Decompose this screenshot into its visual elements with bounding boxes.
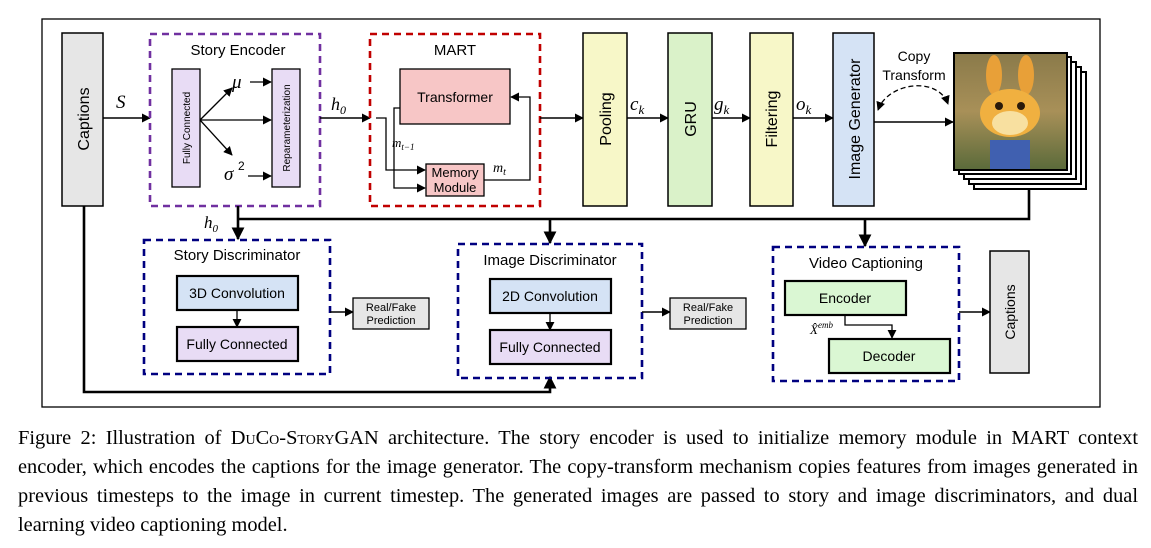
memory-module-box: [425, 163, 485, 197]
symbol-sigma: σ: [224, 164, 234, 185]
symbol-c-k: ck: [630, 94, 644, 117]
symbol-g-k: gk: [714, 94, 730, 117]
pooling-box: [582, 32, 628, 207]
rabbit-frame-image: [953, 52, 1087, 190]
image-discriminator-title: Image Discriminator: [483, 252, 616, 269]
encoder-label: Encoder: [819, 290, 871, 306]
realfake-image-label-1: Real/Fake: [683, 302, 733, 314]
fc-image-box: [488, 328, 613, 366]
video-captioning-group: Video Captioning Encoder X̂emb Decoder: [771, 245, 961, 383]
memory-module-label-2: Module: [434, 180, 477, 195]
symbol-h0-bottom: h0: [204, 213, 219, 235]
image-discriminator-group: Image Discriminator 2D Convolution Fully…: [456, 242, 644, 380]
story-discriminator-group: Story Discriminator 3D Convolution Fully…: [142, 238, 332, 376]
pooling-label: Pooling: [598, 92, 615, 145]
fully-connected-vertical-label: Fully Connected: [182, 92, 193, 164]
symbol-m-t: mt: [493, 161, 506, 178]
caption-model-name: DuCo-StoryGAN: [230, 427, 379, 449]
decoder-label: Decoder: [863, 348, 916, 364]
symbol-h0-top: h0: [331, 94, 346, 117]
conv2d-label: 2D Convolution: [502, 288, 598, 304]
symbol-s: S: [116, 92, 126, 113]
story-discriminator-title: Story Discriminator: [174, 247, 301, 264]
story-encoder-title: Story Encoder: [190, 42, 285, 59]
mart-title: MART: [434, 42, 476, 59]
encoder-box: [783, 279, 908, 317]
fc-image-label: Fully Connected: [499, 339, 600, 355]
copy-transform-label-2: Transform: [882, 67, 945, 83]
mart-group: MART Transformer Memory Module mt−1 mt: [368, 32, 542, 208]
fc-story-box: [175, 325, 300, 363]
transformer-box: [399, 68, 511, 125]
memory-module-label-1: Memory: [432, 165, 479, 180]
filtering-box: [749, 32, 794, 207]
gru-box: [667, 32, 713, 207]
image-generator-label: Image Generator: [847, 58, 864, 180]
reparameterization-label: Reparameterization: [282, 84, 293, 171]
video-captioning-title: Video Captioning: [809, 255, 923, 272]
copy-transform-label-1: Copy: [898, 48, 931, 64]
conv3d-label: 3D Convolution: [189, 285, 285, 301]
reparameterization-box: [271, 68, 301, 188]
realfake-story-box: [352, 297, 430, 330]
realfake-story-label-1: Real/Fake: [366, 302, 416, 314]
captions-input-block: Captions: [61, 32, 104, 207]
conv3d-box: [175, 274, 300, 312]
captions-output-block: [989, 250, 1030, 374]
symbol-sigma-sup: 2: [238, 159, 245, 173]
symbol-o-k: ok: [796, 94, 812, 117]
symbol-mu: μ: [231, 72, 242, 93]
filtering-label: Filtering: [764, 91, 781, 148]
symbol-x-emb: X̂emb: [809, 320, 833, 337]
caption-lead: Figure 2: Illustration of: [18, 427, 231, 449]
figure-caption: Figure 2: Illustration of DuCo-StoryGAN …: [18, 424, 1138, 540]
caption-rest: architecture. The story encoder is used …: [18, 427, 1138, 536]
realfake-story-label-2: Prediction: [367, 315, 416, 327]
fully-connected-vertical-box: [171, 68, 201, 188]
gru-label: GRU: [683, 101, 700, 137]
realfake-image-label-2: Prediction: [684, 315, 733, 327]
image-generator-box: [832, 32, 875, 207]
captions-input-label: Captions: [76, 87, 93, 150]
fc-story-label: Fully Connected: [186, 336, 287, 352]
decoder-box: [827, 337, 952, 375]
realfake-image-box: [669, 297, 747, 330]
figure-frame: [41, 18, 1101, 408]
story-encoder-group: Story Encoder Fully Connected Reparamete…: [148, 32, 322, 208]
architecture-diagram: Captions S Story Encoder Fully Connected…: [41, 18, 1101, 408]
captions-output-label: Captions: [1002, 284, 1018, 339]
symbol-m-prev: mt−1: [392, 135, 414, 152]
transformer-label: Transformer: [417, 89, 493, 105]
